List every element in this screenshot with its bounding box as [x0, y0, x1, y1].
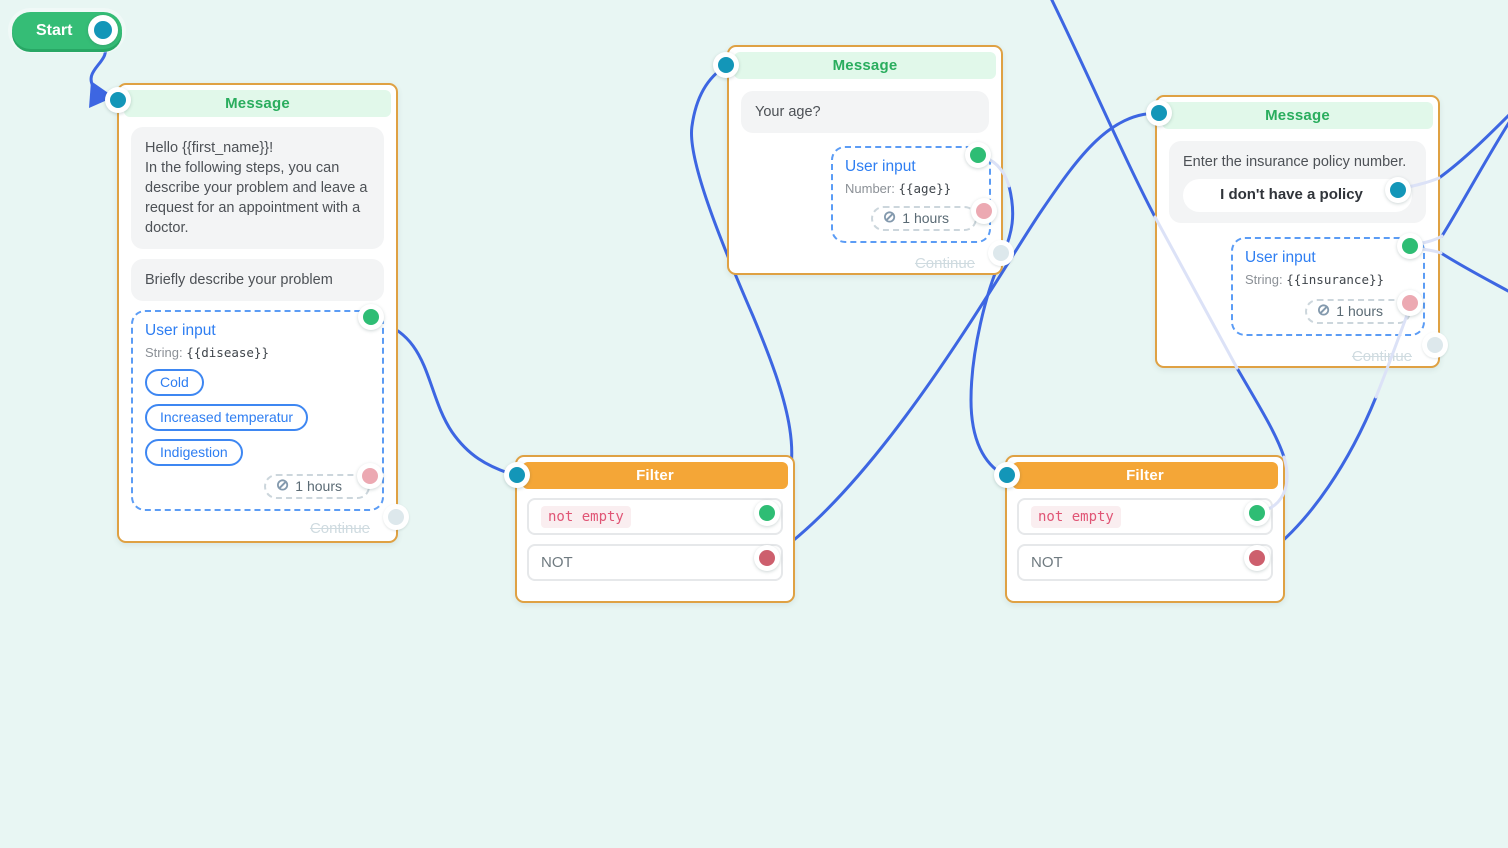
edge-policy-to-right: [1437, 113, 1508, 180]
timeout-row: ⊘ 1 hours: [145, 474, 370, 499]
filter-not-row[interactable]: NOT: [527, 544, 783, 581]
quick-replies: Cold Increased temperatur Indigestion: [145, 369, 370, 466]
message-bubble[interactable]: Your age?: [741, 91, 989, 133]
message1-input-port[interactable]: [105, 87, 131, 113]
message3-input-port[interactable]: [1146, 100, 1172, 126]
no-entry-icon: ⊘: [275, 477, 290, 494]
user-input-block[interactable]: User input String: {{insurance}} ⊘ 1 hou…: [1231, 236, 1425, 336]
filter2-not-output-port[interactable]: [1244, 545, 1270, 571]
message2-userinput-output-port[interactable]: [965, 142, 991, 168]
message1-userinput-output-port[interactable]: [358, 304, 384, 330]
filter1-notempty-output-port[interactable]: [754, 500, 780, 526]
timeout-chip[interactable]: ⊘ 1 hours: [870, 206, 977, 231]
message3-timeout-output-port[interactable]: [1397, 290, 1423, 316]
timeout-label: 1 hours: [902, 210, 949, 226]
continue-row: Continue: [119, 511, 396, 537]
timeout-row: ⊘ 1 hours: [1245, 298, 1411, 324]
timeout-chip[interactable]: ⊘ 1 hours: [263, 474, 370, 499]
timeout-label: 1 hours: [1336, 302, 1383, 319]
message3-continue-output-port[interactable]: [1422, 332, 1448, 358]
filter-condition-row[interactable]: not empty: [527, 498, 783, 535]
message-bubble[interactable]: Enter the insurance policy number. I don…: [1169, 141, 1426, 223]
message2-continue-output-port[interactable]: [988, 240, 1014, 266]
quick-reply-pill[interactable]: Cold: [145, 369, 204, 396]
quick-reply-pill[interactable]: Increased temperatur: [145, 404, 309, 431]
variable-row: Number: {{age}}: [845, 181, 977, 196]
continue-label: Continue: [1351, 347, 1412, 365]
message-bubble-text: Enter the insurance policy number.: [1183, 154, 1407, 170]
message3-userinput-output-port[interactable]: [1397, 233, 1423, 259]
message1-continue-output-port[interactable]: [383, 504, 409, 530]
continue-label: Continue: [914, 255, 975, 272]
message2-timeout-output-port[interactable]: [971, 198, 997, 224]
node-header: Filter: [1012, 462, 1278, 489]
message-bubble[interactable]: Briefly describe your problem: [131, 259, 384, 301]
message3-policy-button-port[interactable]: [1385, 177, 1411, 203]
variable-type-label: String:: [1245, 271, 1283, 287]
message2-input-port[interactable]: [713, 52, 739, 78]
node-header: Filter: [522, 462, 788, 489]
filter-condition-row[interactable]: not empty: [1017, 498, 1273, 535]
start-output-port[interactable]: [88, 15, 118, 45]
quick-reply-button[interactable]: I don't have a policy: [1183, 179, 1412, 212]
node-header: Message: [124, 90, 391, 117]
variable-value: {{disease}}: [186, 345, 269, 360]
variable-row: String: {{insurance}}: [1245, 272, 1411, 287]
message-node-2[interactable]: Message Your age? User input Number: {{a…: [727, 45, 1003, 275]
quick-reply-pill[interactable]: Indigestion: [145, 439, 243, 466]
not-label: NOT: [541, 554, 573, 571]
edge-start-to-message1: [89, 42, 108, 91]
no-entry-icon: ⊘: [882, 209, 897, 226]
filter2-notempty-output-port[interactable]: [1244, 500, 1270, 526]
filter-node-1[interactable]: Filter not empty NOT: [515, 455, 795, 603]
user-input-block[interactable]: User input String: {{disease}} Cold Incr…: [131, 310, 384, 511]
filter-not-row[interactable]: NOT: [1017, 544, 1273, 581]
edge-message3-input-to-right-lower: [1439, 251, 1508, 293]
variable-type-label: String:: [145, 345, 183, 360]
user-input-title: User input: [145, 322, 216, 339]
edge-message3-input-to-right-upper: [1440, 121, 1508, 238]
edge-top-to-filter2-upper: [1050, 0, 1157, 219]
node-header: Message: [1162, 102, 1433, 129]
filter1-not-output-port[interactable]: [754, 545, 780, 571]
filter1-input-port[interactable]: [504, 462, 530, 488]
message-node-1[interactable]: Message Hello {{first_name}}! In the fol…: [117, 83, 398, 543]
variable-row: String: {{disease}}: [145, 345, 370, 360]
filter2-input-port[interactable]: [994, 462, 1020, 488]
timeout-row: ⊘ 1 hours: [845, 206, 977, 231]
timeout-label: 1 hours: [295, 478, 342, 494]
not-label: NOT: [1031, 554, 1063, 571]
condition-chip: not empty: [541, 505, 631, 528]
edge-top-to-filter2-lower: [1235, 366, 1286, 459]
condition-chip: not empty: [1031, 505, 1121, 528]
variable-value: {{age}}: [898, 181, 952, 196]
continue-row: Continue: [1157, 336, 1438, 365]
message-node-3[interactable]: Message Enter the insurance policy numbe…: [1155, 95, 1440, 368]
no-entry-icon: ⊘: [1316, 301, 1331, 319]
start-label: Start: [36, 21, 73, 39]
filter-node-2[interactable]: Filter not empty NOT: [1005, 455, 1285, 603]
node-header: Message: [734, 52, 996, 79]
variable-value: {{insurance}}: [1286, 271, 1385, 287]
message1-timeout-output-port[interactable]: [357, 463, 383, 489]
timeout-chip[interactable]: ⊘ 1 hours: [1304, 298, 1411, 324]
user-input-title: User input: [845, 158, 916, 175]
message-bubble[interactable]: Hello {{first_name}}! In the following s…: [131, 127, 384, 249]
variable-type-label: Number:: [845, 181, 895, 196]
continue-row: Continue: [729, 243, 1001, 272]
user-input-title: User input: [1245, 248, 1316, 266]
continue-label: Continue: [309, 520, 370, 537]
